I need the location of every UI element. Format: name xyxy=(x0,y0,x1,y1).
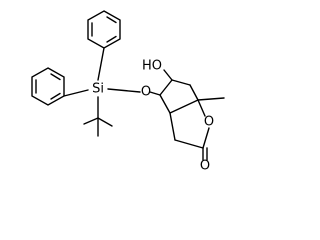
bond-si-phenyl-top xyxy=(97,47,105,81)
phenyl-ring-top xyxy=(87,10,121,49)
bond-c-hydroxyl xyxy=(163,69,173,81)
silyl-ether-oxygen-label: O xyxy=(141,85,151,100)
phenyl-ring-left xyxy=(31,67,65,106)
bond-si-o xyxy=(107,88,141,93)
carbonyl-oxygen-label: O xyxy=(200,159,210,174)
bond-o-carbon xyxy=(149,91,161,96)
tert-butyl-group xyxy=(83,96,113,137)
hydroxyl-label: HO xyxy=(142,59,162,74)
bond-si-phenyl-left xyxy=(63,89,89,97)
molecule-structure: Si O HO O O xyxy=(31,10,225,174)
ring-oxygen-label: O xyxy=(204,115,214,130)
silicon-label: Si xyxy=(92,82,104,97)
bicyclic-core xyxy=(159,79,225,161)
